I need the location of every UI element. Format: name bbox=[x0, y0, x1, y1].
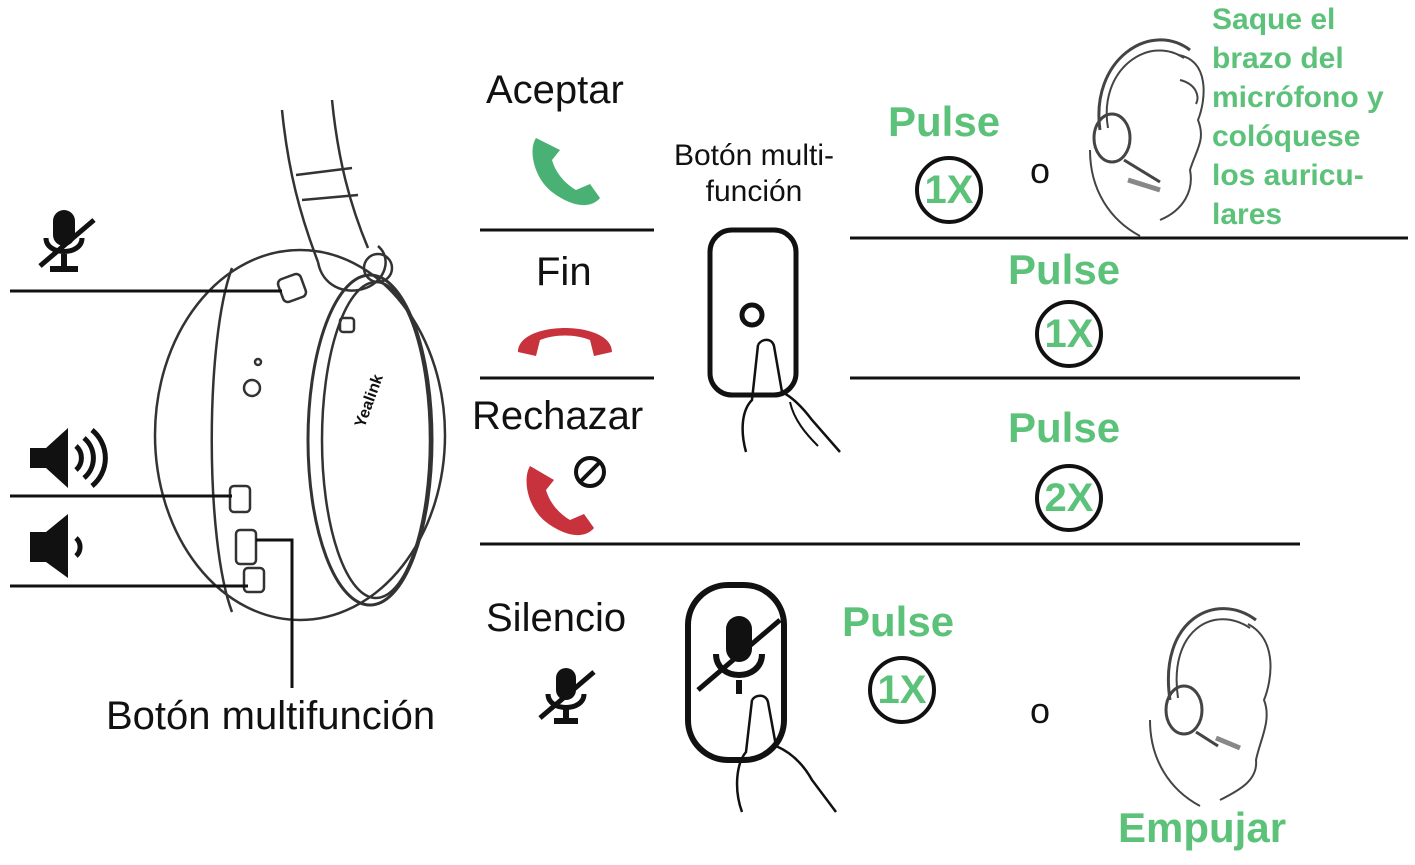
multifunction-button-label: Botón multifunción bbox=[106, 694, 436, 738]
volume-down-icon bbox=[30, 514, 83, 578]
person-headset-illustration bbox=[1149, 607, 1272, 807]
headset-illustration bbox=[153, 99, 447, 622]
press-count-badge: 1X bbox=[1035, 300, 1103, 368]
press-count-badge: 1X bbox=[915, 156, 983, 224]
alt-instruction-note: Saque el brazo del micrófono y colóquese… bbox=[1212, 0, 1384, 234]
note-line: brazo del bbox=[1212, 42, 1344, 75]
person-headset-illustration bbox=[1089, 38, 1205, 237]
phone-hangup-red-icon bbox=[518, 328, 612, 356]
phone-reject-red-icon bbox=[526, 456, 606, 536]
note-line: lares bbox=[1212, 198, 1283, 231]
mute-button-illustration bbox=[685, 582, 837, 813]
press-count-badge: 1X bbox=[868, 656, 936, 724]
note-line: micrófono y bbox=[1212, 81, 1384, 114]
or-label: o bbox=[1030, 690, 1051, 731]
alt-action-label: Empujar bbox=[1118, 804, 1287, 851]
action-label: Pulse bbox=[1008, 404, 1121, 451]
press-count-badge: 2X bbox=[1035, 464, 1103, 532]
microphone-slash-icon bbox=[38, 210, 96, 272]
center-button-label: Botón multi- función bbox=[664, 138, 844, 210]
note-line: Saque el bbox=[1212, 3, 1336, 36]
row-label-accept: Aceptar bbox=[486, 68, 624, 112]
left-pointer-lines bbox=[10, 289, 294, 688]
multifunction-button-illustration bbox=[707, 227, 841, 453]
action-label: Pulse bbox=[888, 98, 1001, 145]
note-line: colóquese bbox=[1212, 120, 1361, 153]
row-label-reject: Rechazar bbox=[472, 394, 644, 438]
center-button-label-line: Botón multi- bbox=[673, 139, 835, 172]
microphone-slash-icon bbox=[538, 668, 596, 724]
note-line: los auricu- bbox=[1212, 159, 1364, 192]
row-label-mute: Silencio bbox=[486, 596, 627, 640]
row-label-end: Fin bbox=[536, 250, 592, 294]
or-label: o bbox=[1030, 150, 1051, 191]
volume-up-icon bbox=[30, 428, 108, 488]
action-label: Pulse bbox=[1008, 246, 1121, 293]
phone-green-icon bbox=[532, 138, 600, 206]
center-button-label-line: función bbox=[705, 175, 803, 208]
action-label: Pulse bbox=[842, 598, 955, 645]
